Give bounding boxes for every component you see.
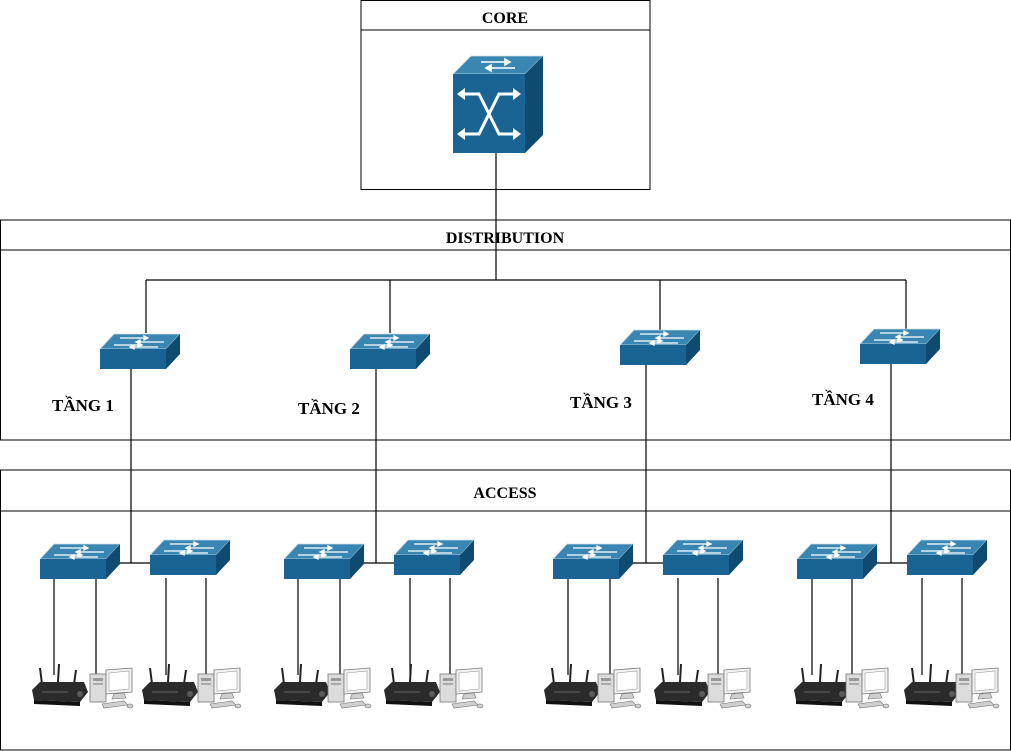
wireless-router-icon: [383, 663, 441, 707]
desktop-computer-icon: [845, 667, 890, 709]
access-to-device-links: [53, 578, 963, 675]
distribution-switch-2: [349, 333, 431, 370]
desktop-computer-icon: [955, 667, 1000, 709]
switch-icon: [349, 333, 431, 370]
floor-label-2: TẦNG 2: [298, 399, 360, 418]
switch-icon: [859, 328, 941, 365]
access-switch-group-2: [283, 539, 475, 580]
wireless-router-icon: [31, 663, 89, 707]
switch-icon: [552, 543, 634, 580]
access-switch-group-4: [796, 539, 988, 580]
wireless-router-icon: [543, 663, 601, 707]
desktop-computer-icon: [197, 667, 242, 709]
core-frame: [360, 0, 651, 190]
access-title: ACCESS: [473, 485, 536, 502]
access-switch-group-1: [39, 539, 231, 580]
core-layer: CORE: [360, 0, 651, 190]
access-frame: [0, 469, 1011, 751]
desktop-computer-icon: [439, 667, 484, 709]
wireless-router-icon: [793, 663, 851, 707]
access-switch-group-3: [552, 539, 744, 580]
desktop-computer-icon: [707, 667, 752, 709]
switch-icon: [283, 543, 365, 580]
floor-label-3: TẦNG 3: [570, 393, 632, 412]
desktop-computer-icon: [597, 667, 642, 709]
distribution-switch-1: [99, 333, 181, 370]
switch-icon: [39, 543, 121, 580]
distribution-title: DISTRIBUTION: [446, 230, 565, 247]
switch-icon: [99, 333, 181, 370]
wireless-router-icon: [903, 663, 961, 707]
end-devices: [31, 663, 1000, 709]
desktop-computer-icon: [89, 667, 134, 709]
floor-label-4: TẦNG 4: [812, 390, 874, 409]
switch-icon: [619, 329, 701, 366]
distribution-switch-4: [859, 328, 941, 365]
switch-icon: [796, 543, 878, 580]
core-title: CORE: [482, 10, 528, 27]
core-switch-icon: [452, 55, 544, 153]
desktop-computer-icon: [327, 667, 372, 709]
core-to-distribution-links: [145, 153, 907, 333]
distribution-switch-3: [619, 329, 701, 366]
switch-icon: [906, 539, 988, 576]
wireless-router-icon: [141, 663, 199, 707]
switch-icon: [149, 539, 231, 576]
floor-label-1: TẦNG 1: [52, 396, 114, 415]
wireless-router-icon: [653, 663, 711, 707]
distribution-to-access-links: [106, 364, 913, 564]
wireless-router-icon: [273, 663, 331, 707]
switch-icon: [662, 539, 744, 576]
switch-icon: [393, 539, 475, 576]
access-layer: ACCESS: [0, 469, 1011, 751]
